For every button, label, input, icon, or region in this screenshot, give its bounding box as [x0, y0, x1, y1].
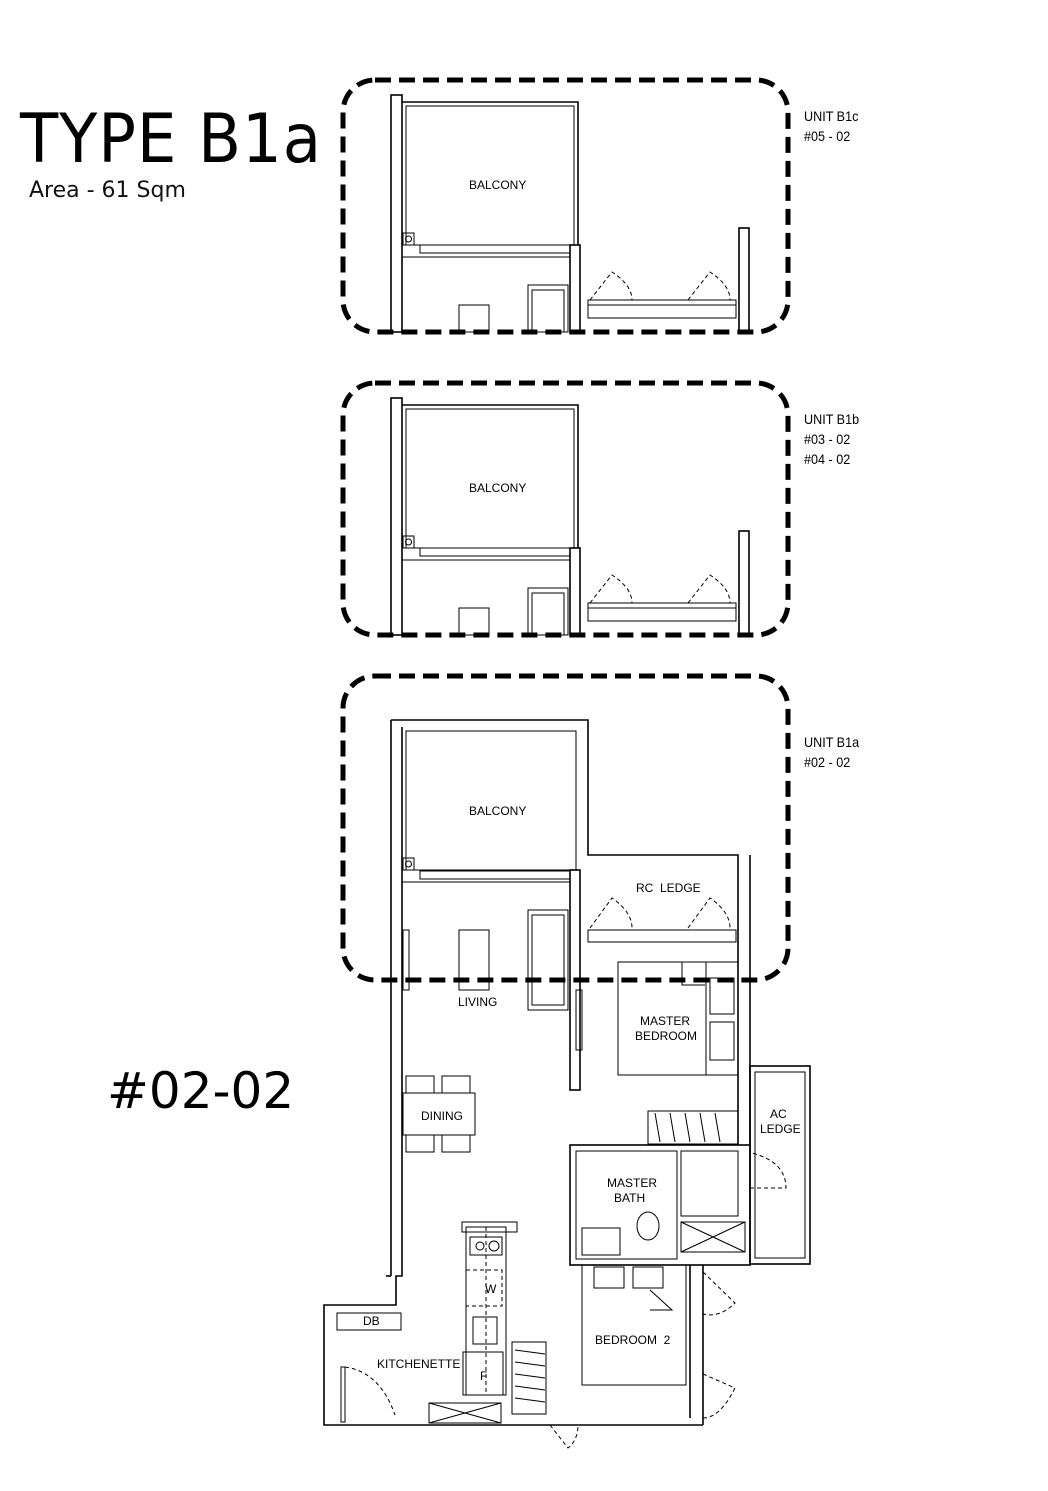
room-label-bedroom-2: BEDROOM 2	[595, 1333, 671, 1347]
unit-b1a-full-plan: BALCONY RC LEDGE LIVING MASTER BEDROOM D…	[323, 673, 811, 1449]
room-label-master-bath-line2: BATH	[614, 1191, 645, 1205]
unit-label-b1c: UNIT B1c #05 - 02	[804, 106, 858, 146]
room-label-dining: DINING	[421, 1109, 463, 1123]
room-label-master-bedroom-line2: BEDROOM	[635, 1029, 697, 1043]
room-label-kitchenette: KITCHENETTE	[377, 1357, 460, 1371]
unit-name: UNIT B1b	[804, 411, 860, 427]
room-label-db: DB	[363, 1314, 380, 1328]
unit-b1b-partial-plan: BALCONY	[390, 397, 750, 636]
plan-type-title: TYPE B1a	[20, 100, 322, 179]
unit-b1c-outline	[340, 77, 791, 335]
unit-number: #02-02	[107, 1062, 295, 1120]
room-label-ac-ledge-line1: AC	[770, 1107, 787, 1121]
room-label-balcony: BALCONY	[469, 481, 526, 495]
washer-label: W	[485, 1282, 497, 1296]
unit-name: UNIT B1c	[804, 108, 859, 124]
unit-number-item: #02 - 02	[804, 754, 851, 770]
plan-area: Area - 61 Sqm	[29, 178, 186, 203]
unit-label-b1b: UNIT B1b #03 - 02 #04 - 02	[804, 409, 859, 469]
unit-number-item: #04 - 02	[804, 451, 851, 467]
unit-b1a-outline	[340, 673, 791, 983]
room-label-living: LIVING	[458, 995, 497, 1009]
unit-b1c-partial-plan: BALCONY	[390, 94, 750, 333]
room-label-balcony: BALCONY	[469, 178, 526, 192]
unit-number-item: #05 - 02	[804, 128, 851, 144]
room-label-rc-ledge: RC LEDGE	[636, 881, 701, 895]
room-label-master-bedroom-line1: MASTER	[640, 1014, 690, 1028]
room-label-balcony: BALCONY	[469, 804, 526, 818]
unit-number-item: #03 - 02	[804, 431, 851, 447]
unit-b1b-outline	[340, 380, 791, 638]
room-label-ac-ledge-line2: LEDGE	[760, 1122, 801, 1136]
unit-name: UNIT B1a	[804, 734, 860, 750]
fridge-label: F	[480, 1369, 487, 1383]
room-label-master-bath-line1: MASTER	[607, 1176, 657, 1190]
unit-label-b1a: UNIT B1a #02 - 02	[804, 732, 859, 772]
